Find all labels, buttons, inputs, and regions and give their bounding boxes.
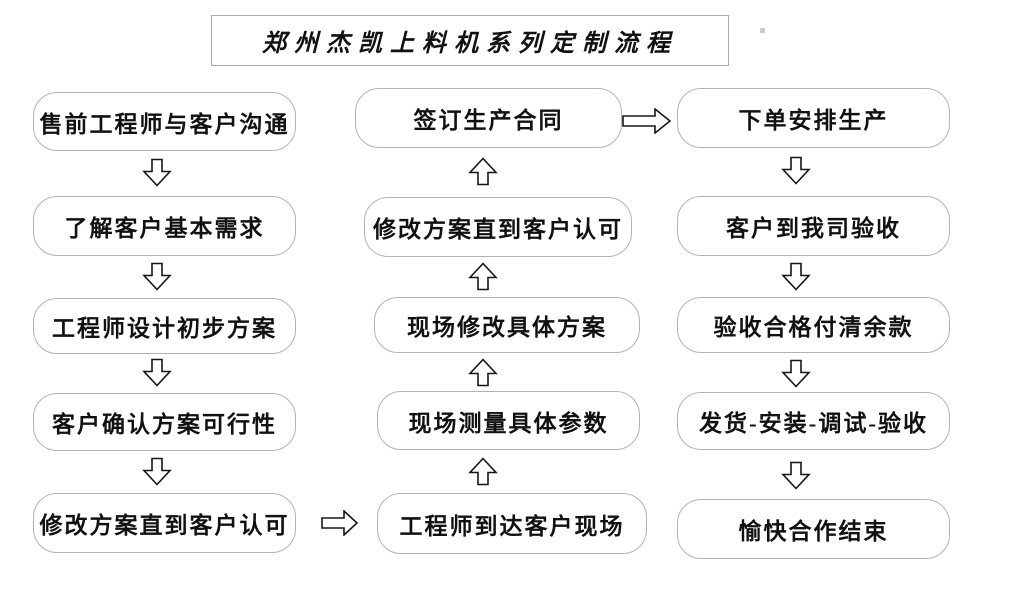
up-arrow-icon (468, 357, 498, 388)
right-arrow-icon (622, 108, 672, 134)
down-arrow-icon (142, 457, 172, 486)
flow-node-right-4: 发货-安装-调试-验收 (677, 392, 950, 450)
flow-node-right-1: 下单安排生产 (677, 88, 950, 148)
down-arrow-icon (781, 359, 811, 388)
down-arrow-icon (142, 158, 172, 187)
flowchart-title: 郑州杰凯上料机系列定制流程 (211, 15, 729, 66)
flow-node-left-3: 工程师设计初步方案 (33, 298, 296, 354)
stray-dot (760, 28, 765, 33)
down-arrow-icon (781, 262, 811, 291)
flow-node-left-2: 了解客户基本需求 (33, 196, 296, 256)
down-arrow-icon (781, 459, 811, 492)
flow-node-right-5: 愉快合作结束 (677, 499, 950, 559)
flow-node-middle-5: 工程师到达客户现场 (377, 493, 647, 554)
flow-node-left-1: 售前工程师与客户沟通 (33, 92, 296, 151)
up-arrow-icon (468, 261, 498, 292)
flow-node-right-2: 客户到我司验收 (677, 196, 950, 256)
flow-node-right-3: 验收合格付清余款 (677, 297, 950, 353)
flow-node-middle-3: 现场修改具体方案 (374, 297, 640, 353)
flow-node-left-5: 修改方案直到客户认可 (33, 493, 296, 553)
up-arrow-icon (468, 156, 498, 187)
flow-node-left-4: 客户确认方案可行性 (33, 393, 296, 451)
flow-node-middle-2: 修改方案直到客户认可 (364, 197, 632, 257)
down-arrow-icon (142, 262, 172, 291)
right-arrow-icon (321, 510, 359, 536)
flow-node-middle-1: 签订生产合同 (355, 88, 622, 148)
down-arrow-icon (142, 358, 172, 387)
up-arrow-icon (468, 456, 498, 487)
flow-node-middle-4: 现场测量具体参数 (377, 391, 640, 450)
down-arrow-icon (781, 155, 811, 186)
